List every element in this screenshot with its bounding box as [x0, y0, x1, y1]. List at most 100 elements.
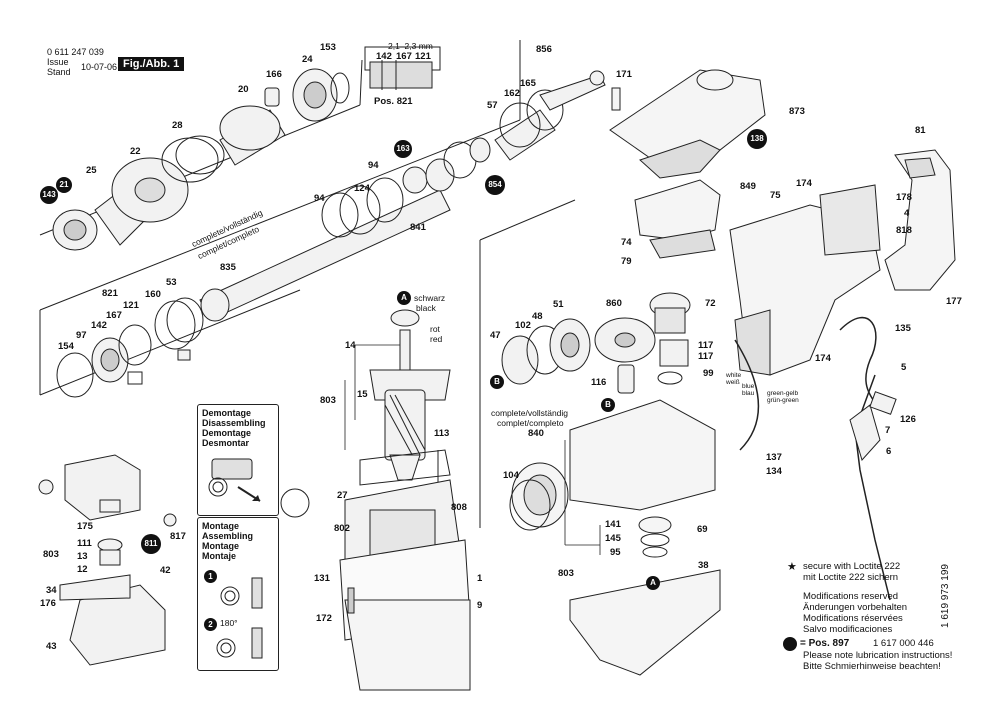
part-145: 145 — [605, 533, 621, 544]
part-176: 176 — [40, 598, 56, 609]
lubrication-note-en: Please note lubrication instructions! — [803, 650, 953, 661]
part-72: 72 — [705, 298, 716, 309]
part-803-gear: 803 — [558, 568, 574, 579]
label-weiss: weiß — [726, 379, 740, 386]
part-22: 22 — [130, 146, 141, 157]
part-840: 840 — [528, 428, 544, 439]
montage-illustration — [216, 577, 263, 659]
marker-b-right: B — [601, 398, 615, 412]
part-51: 51 — [553, 299, 564, 310]
part-841: 841 — [410, 222, 426, 233]
montage-title-fr: Montage — [202, 541, 239, 551]
part-75: 75 — [770, 190, 781, 201]
montage-angle: 180° — [220, 618, 238, 628]
issue-label: Issue — [47, 57, 69, 67]
loctite-star-icon: ★ — [787, 561, 797, 573]
marker-b-left: B — [490, 375, 504, 389]
part-42: 42 — [160, 565, 171, 576]
part-121: 121 — [123, 300, 139, 311]
part-14: 14 — [345, 340, 356, 351]
part-131: 131 — [314, 573, 330, 584]
part-142: 142 — [91, 320, 107, 331]
demontage-title-es: Desmontar — [202, 438, 250, 448]
part-835: 835 — [220, 262, 236, 273]
figure-label: Fig./Abb. 1 — [118, 57, 185, 71]
part-126: 126 — [900, 414, 916, 425]
part-53: 53 — [166, 277, 177, 288]
lubrication-dot-icon — [783, 637, 797, 651]
part-79: 79 — [621, 256, 632, 267]
part-94-b: 94 — [314, 193, 325, 204]
part-1: 1 — [477, 573, 483, 584]
part-153: 153 — [320, 42, 336, 53]
part-116: 116 — [591, 377, 607, 388]
part-97: 97 — [76, 330, 87, 341]
part-811-marked: 811 — [141, 534, 161, 554]
part-7: 7 — [885, 425, 891, 436]
part-160: 160 — [145, 289, 161, 300]
stand-label: Stand — [47, 67, 71, 77]
demontage-title-de: Demontage — [202, 408, 252, 418]
part-124: 124 — [354, 183, 370, 194]
loctite-note-de: mit Loctite 222 sichern — [803, 572, 899, 583]
part-143-marked: 143 — [40, 186, 58, 204]
vertical-code: 1 619 973 199 — [940, 564, 951, 628]
header-date: 10-07-06 — [81, 62, 118, 72]
part-5: 5 — [901, 362, 907, 373]
modifications-es: Salvo modificaciones — [803, 624, 893, 635]
montage-title-en: Assembling — [202, 531, 254, 541]
lubrication-note-de: Bitte Schmierhinweise beachten! — [803, 661, 941, 672]
part-802: 802 — [334, 523, 350, 534]
part-47: 47 — [490, 330, 501, 341]
pos821-part-121: 121 — [415, 51, 431, 62]
part-28: 28 — [172, 120, 183, 131]
part-117-b: 117 — [698, 351, 714, 362]
part-99: 99 — [703, 368, 714, 379]
part-6: 6 — [886, 446, 892, 457]
part-174-mid: 174 — [815, 353, 831, 364]
part-854-marked: 854 — [485, 175, 505, 195]
montage-step-1: 1 — [204, 570, 217, 583]
part-15: 15 — [357, 389, 368, 400]
complete-840-label: complete/vollständig — [491, 408, 569, 418]
part-137: 137 — [766, 452, 782, 463]
part-43: 43 — [46, 641, 57, 652]
marker-a-bottom: A — [646, 576, 660, 590]
part-102: 102 — [515, 320, 531, 331]
part-94-a: 94 — [368, 160, 379, 171]
label-blau: blau — [742, 390, 755, 397]
demontage-title-en: Disassembling — [202, 418, 266, 428]
part-167: 167 — [106, 310, 122, 321]
montage-step-2: 2 — [204, 618, 217, 631]
pos821-dimension: 2,1–2,3 mm — [388, 41, 433, 51]
demontage-box: Demontage Disassembling Demontage Desmon… — [197, 404, 279, 516]
complet-840-label: complet/completo — [497, 418, 564, 428]
part-821: 821 — [102, 288, 118, 299]
pos-897-label: = Pos. 897 — [800, 638, 850, 649]
modifications-fr: Modifications réservées — [803, 613, 903, 624]
part-818: 818 — [896, 225, 912, 236]
part-69: 69 — [697, 524, 708, 535]
part-154: 154 — [58, 341, 74, 352]
part-25: 25 — [86, 165, 97, 176]
part-803-motor: 803 — [320, 395, 336, 406]
part-171: 171 — [616, 69, 632, 80]
part-817: 817 — [170, 531, 186, 542]
part-34: 34 — [46, 585, 57, 596]
part-117-a: 117 — [698, 340, 714, 351]
part-48: 48 — [532, 311, 543, 322]
part-9: 9 — [477, 600, 483, 611]
part-20: 20 — [238, 84, 249, 95]
part-849: 849 — [740, 181, 756, 192]
label-blue: blue — [742, 383, 755, 390]
pos821-caption: Pos. 821 — [374, 96, 413, 107]
pos821-part-167: 167 — [396, 51, 412, 62]
part-141: 141 — [605, 519, 621, 530]
part-21-marked: 21 — [56, 177, 72, 193]
part-13: 13 — [77, 551, 88, 562]
label-schwarz: schwarz — [414, 293, 446, 303]
part-74: 74 — [621, 237, 632, 248]
label-rot: rot — [430, 324, 440, 334]
part-174-top: 174 — [796, 178, 812, 189]
part-134: 134 — [766, 466, 782, 477]
